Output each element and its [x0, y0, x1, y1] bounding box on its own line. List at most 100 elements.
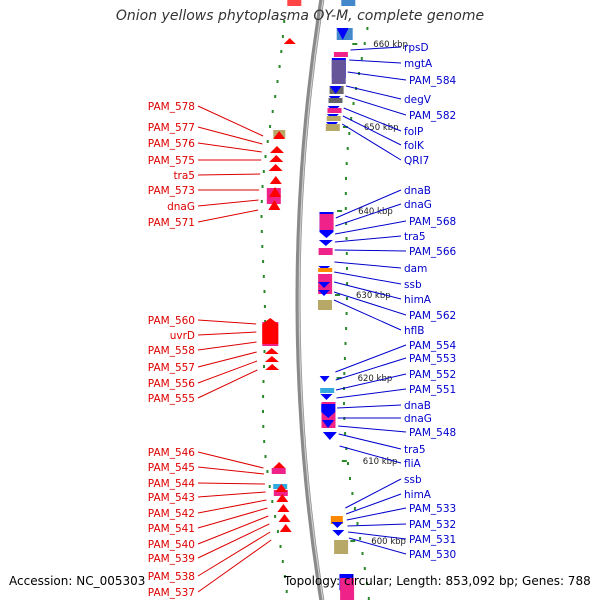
plus-strand-feature: [287, 0, 302, 6]
gc-dot: [356, 522, 359, 525]
gc-dot: [345, 237, 348, 240]
minus-gene-label: PAM_566: [409, 246, 457, 258]
gc-dot: [264, 320, 267, 323]
labels-layer: PAM_578PAM_577PAM_576PAM_575tra5PAM_573d…: [148, 42, 457, 599]
backbone-arc: [295, 0, 325, 600]
minus-label-leader: [339, 445, 402, 464]
tick-label: 640 kbp: [358, 207, 393, 217]
gc-dot: [271, 110, 274, 113]
gc-dot: [274, 515, 277, 518]
plus-strand-gene-arrow: [278, 514, 291, 522]
plus-strand-gene-arrow: [269, 187, 282, 197]
gc-dot: [348, 132, 351, 135]
gc-dot: [262, 260, 265, 263]
minus-strand-feature: [318, 268, 333, 272]
gc-dot: [361, 552, 364, 555]
plus-strand-gene-arrow: [264, 356, 279, 362]
gc-dot: [285, 590, 288, 593]
plus-label-leader: [197, 209, 259, 223]
gc-dot: [363, 42, 366, 45]
plus-label-leader: [197, 507, 268, 529]
minus-label-leader: [335, 189, 402, 219]
minus-gene-label: dnaB: [404, 400, 431, 412]
gc-dot: [271, 500, 274, 503]
minus-strand-feature: [325, 124, 340, 131]
plus-label-leader: [197, 319, 257, 325]
gc-dot: [367, 597, 370, 600]
plus-label-leader: [197, 126, 263, 145]
gc-dot: [346, 267, 348, 270]
minus-gene-label: PAM_584: [409, 75, 457, 87]
plus-label-leader: [197, 523, 270, 559]
minus-label-leader: [349, 59, 402, 64]
gc-dot: [351, 492, 354, 495]
minus-gene-label: QRI7: [404, 155, 429, 167]
minus-label-leader: [338, 433, 402, 450]
minus-strand-feature: [318, 248, 333, 255]
plus-label-leader: [197, 142, 262, 153]
plus-gene-label: PAM_538: [148, 571, 195, 583]
minus-label-leader: [343, 107, 402, 132]
minus-gene-label: folK: [404, 140, 425, 152]
plus-gene-label: PAM_556: [148, 378, 196, 390]
gc-dot: [261, 185, 264, 188]
minus-label-leader: [335, 357, 407, 381]
gc-dot: [276, 80, 279, 83]
plus-strand-gene-arrow: [269, 155, 284, 162]
plus-gene-label: PAM_542: [148, 508, 195, 520]
minus-gene-label: PAM_568: [409, 216, 456, 228]
minus-label-leader: [344, 95, 407, 116]
plus-strand-gene-arrow: [273, 462, 286, 468]
minus-label-leader: [350, 46, 402, 51]
minus-gene-label: dnaB: [404, 185, 431, 197]
gc-dot: [263, 365, 265, 368]
gc-dot: [352, 102, 355, 105]
plus-gene-label: PAM_575: [148, 155, 195, 167]
gc-dot: [260, 215, 263, 218]
gc-dot: [346, 147, 349, 150]
gc-dot: [263, 305, 266, 308]
plus-gene-label: PAM_546: [148, 447, 196, 459]
plus-label-leader: [197, 199, 259, 207]
minus-gene-label: PAM_553: [409, 353, 456, 365]
minus-strand-feature: [331, 60, 346, 84]
minus-gene-label: PAM_532: [409, 519, 456, 531]
plus-label-leader: [197, 351, 257, 368]
gc-dot: [359, 537, 362, 540]
gc-dot: [345, 177, 347, 180]
plus-label-leader: [197, 173, 261, 176]
minus-strand-gene-arrow: [319, 376, 330, 382]
backbone-layer: [295, 0, 325, 600]
plus-strand-gene-arrow: [273, 131, 286, 139]
gc-dot: [281, 560, 284, 563]
minus-label-leader: [338, 425, 407, 433]
minus-label-leader: [333, 299, 402, 331]
gc-dot: [363, 567, 366, 570]
minus-strand-feature: [341, 0, 356, 6]
gc-dot: [345, 162, 348, 165]
gc-dot: [263, 440, 266, 443]
plus-label-leader: [197, 539, 272, 593]
plus-gene-label: PAM_571: [148, 217, 195, 229]
tick-label: 620 kbp: [358, 374, 393, 384]
minus-gene-label: PAM_554: [409, 340, 457, 352]
gc-dot: [346, 282, 349, 285]
map-title: Onion yellows phytoplasma OY-M, complete…: [115, 8, 485, 24]
minus-label-leader: [348, 537, 407, 555]
gc-dot: [263, 290, 266, 293]
plus-gene-label: PAM_576: [148, 138, 196, 150]
gc-dot: [263, 350, 266, 353]
plus-gene-label: PAM_577: [148, 122, 195, 134]
plus-label-leader: [197, 499, 267, 514]
minus-gene-label: PAM_551: [409, 384, 456, 396]
minus-strand-gene-arrow: [331, 522, 344, 528]
minus-label-leader: [335, 344, 407, 373]
gc-dot: [276, 530, 279, 533]
plus-gene-label: PAM_539: [148, 553, 195, 565]
plus-gene-label: uvrD: [170, 330, 195, 342]
gc-dot: [343, 372, 346, 375]
minus-strand-gene-arrow: [322, 420, 335, 428]
plus-label-leader: [197, 451, 264, 469]
minus-label-leader: [346, 507, 407, 521]
